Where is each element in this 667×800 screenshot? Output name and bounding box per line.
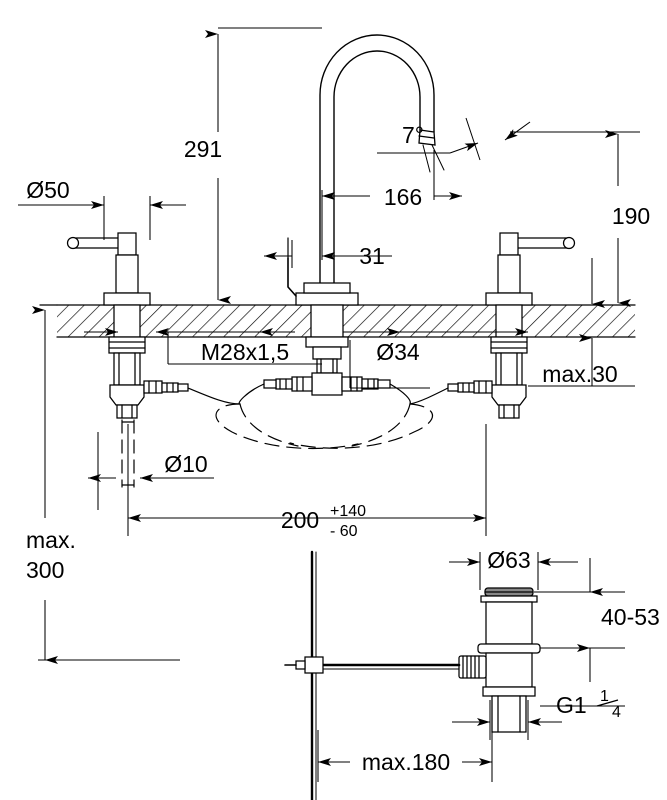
left-valve-assembly bbox=[66, 232, 189, 488]
fraction-slash bbox=[596, 699, 619, 707]
dimension-annotations bbox=[18, 27, 640, 782]
label-tolerance-minus: - 60 bbox=[330, 523, 358, 540]
right-valve-assembly bbox=[447, 232, 576, 419]
label-tolerance-plus: +140 bbox=[330, 503, 366, 520]
label-escutcheon-diameter: Ø50 bbox=[26, 177, 69, 203]
label-body-diameter: Ø34 bbox=[376, 339, 420, 365]
label-column-offset: 31 bbox=[359, 243, 385, 269]
label-deck-thickness-max: max.30 bbox=[542, 361, 617, 387]
label-waste-range: 40-53 bbox=[601, 604, 660, 630]
label-waste-thread-denominator: 4 bbox=[612, 704, 621, 721]
label-spout-reach: 166 bbox=[384, 184, 422, 210]
spout-assembly bbox=[287, 34, 445, 374]
label-spout-height: 291 bbox=[184, 136, 222, 162]
waste-drain-assembly bbox=[284, 550, 541, 800]
label-waste-flange-diameter: Ø63 bbox=[487, 547, 530, 573]
label-waste-thread-numerator: 1 bbox=[600, 688, 609, 705]
label-waste-thread: G1 bbox=[556, 692, 587, 718]
centre-tee-union bbox=[263, 372, 391, 396]
flexible-hoses bbox=[187, 383, 449, 450]
label-hole-spacing: 200 bbox=[281, 507, 319, 533]
dimension-text-layer: 291 166 31 7° Ø50 M28x1,5 Ø34 190 max.30… bbox=[26, 122, 660, 775]
label-thread-size: M28x1,5 bbox=[201, 339, 289, 365]
label-hose-max-line1: max. bbox=[26, 527, 76, 553]
label-aerator-height: 190 bbox=[612, 203, 650, 229]
label-rod-reach-max: max.180 bbox=[362, 749, 450, 775]
drawing-geometry bbox=[39, 34, 636, 800]
label-hose-max-line2: 300 bbox=[26, 557, 64, 583]
label-outlet-angle: 7° bbox=[402, 122, 424, 148]
label-anchor-rod-diameter: Ø10 bbox=[164, 451, 207, 477]
